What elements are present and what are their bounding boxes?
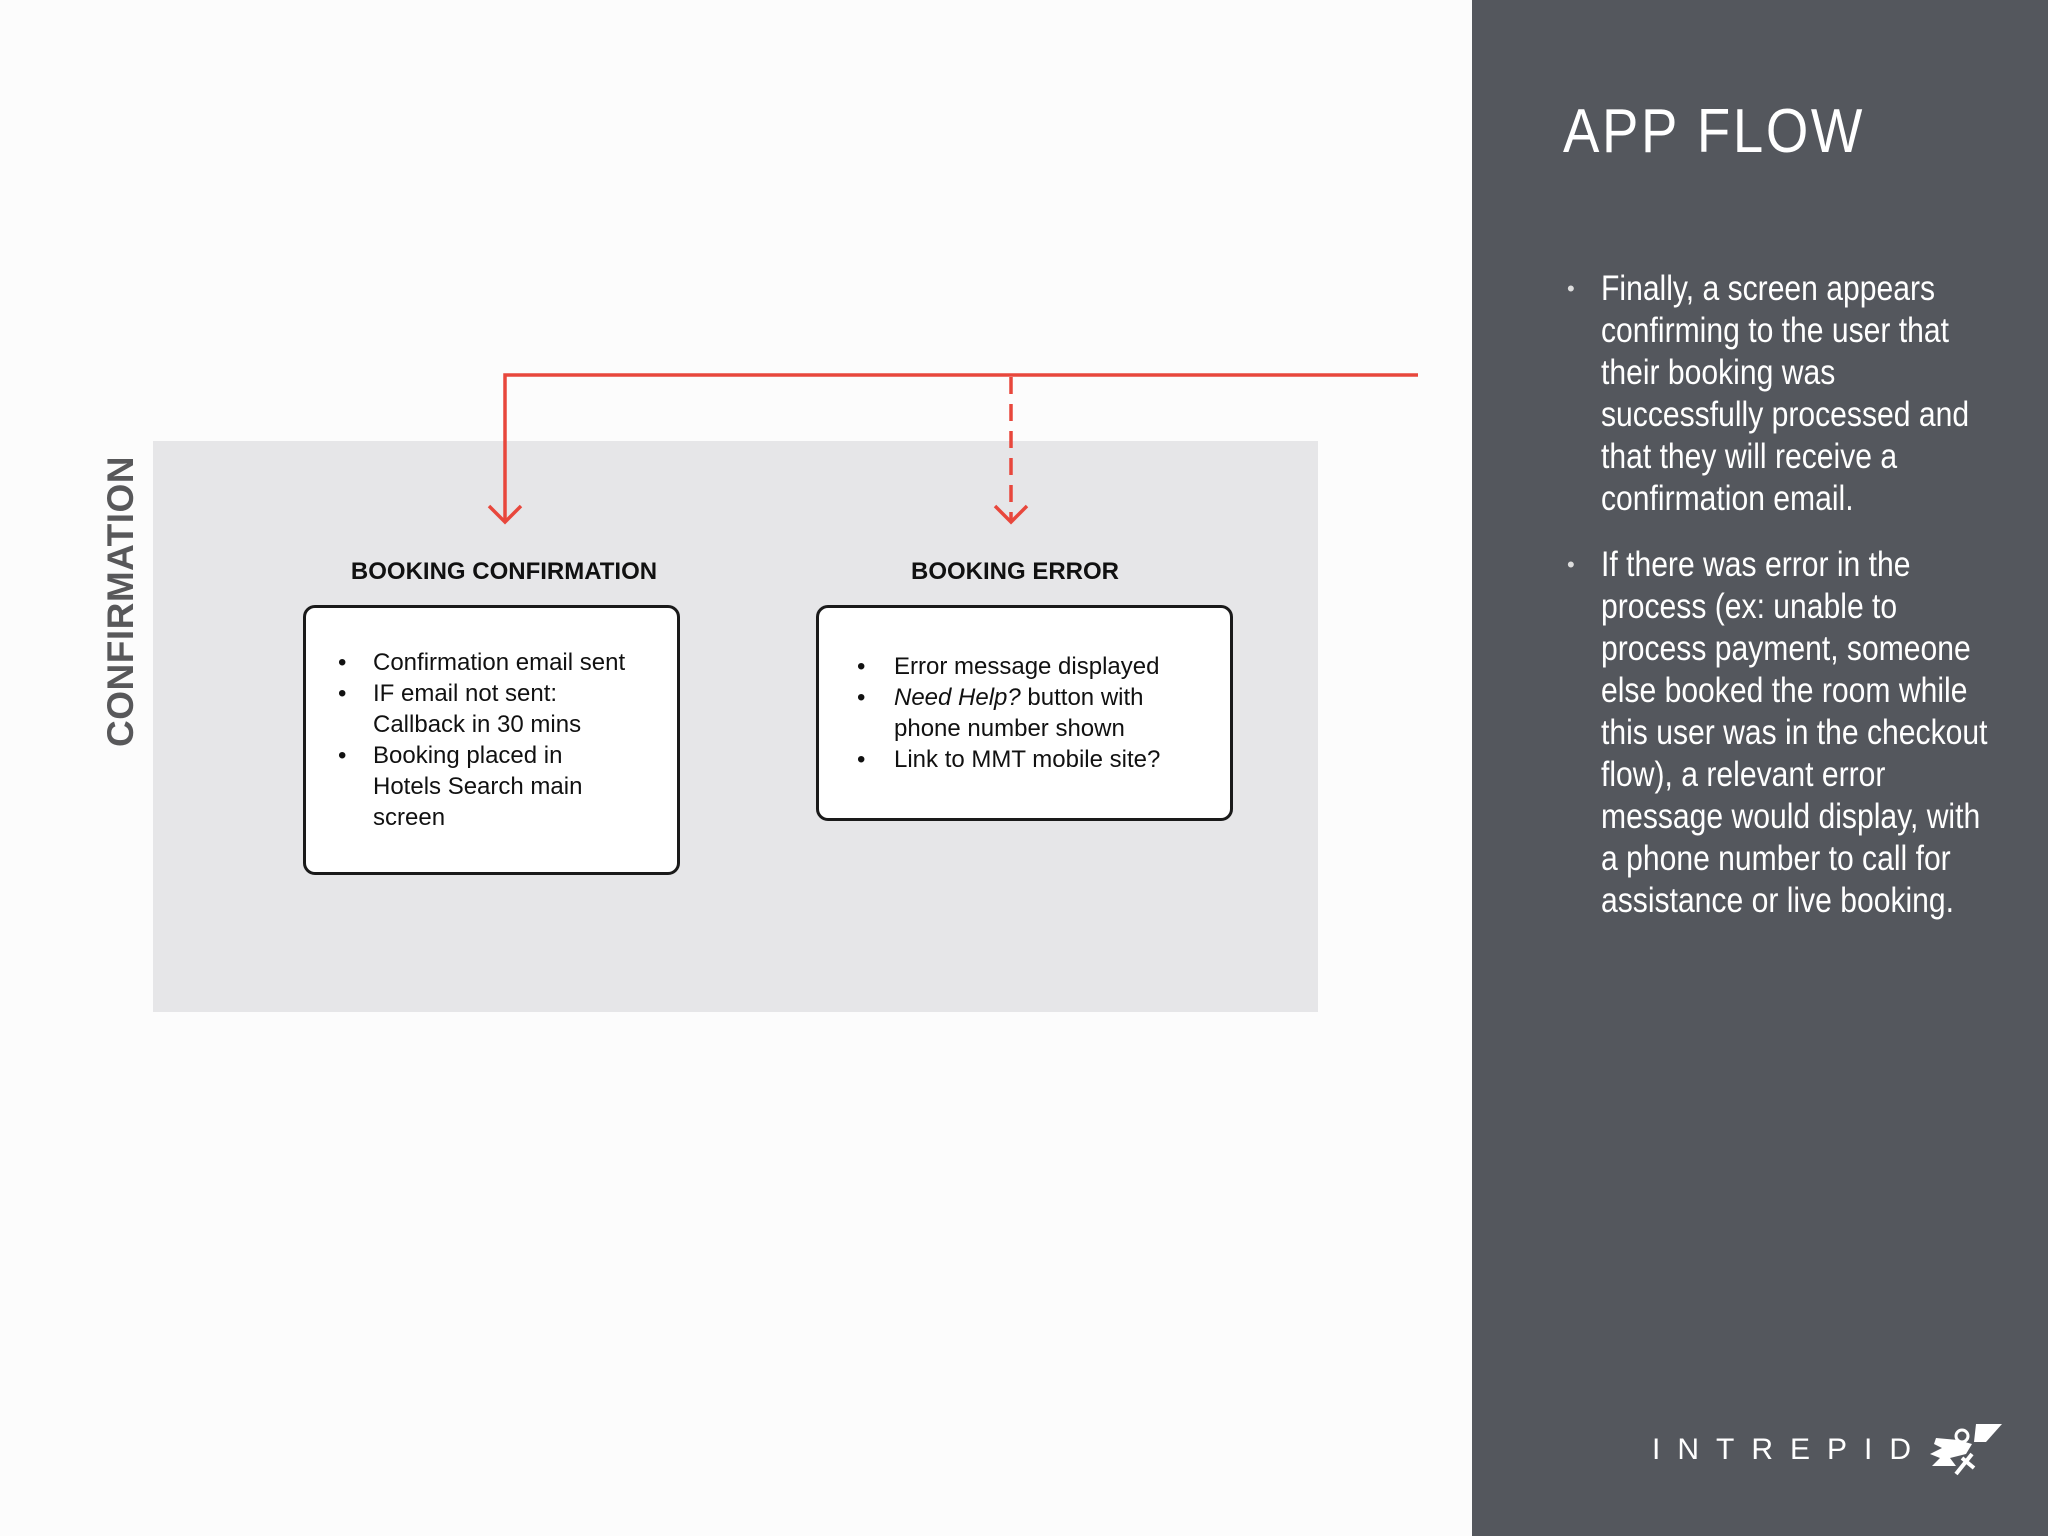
logo-text: INTREPID bbox=[1652, 1433, 1929, 1466]
note-text: Finally, a screen appears confirming to … bbox=[1601, 269, 1970, 518]
node-heading-confirmation: BOOKING CONFIRMATION bbox=[350, 558, 658, 585]
notes-panel bbox=[1472, 0, 2048, 1536]
intrepid-runner-logo-icon bbox=[1930, 1424, 2003, 1476]
bullet-icon: • bbox=[1567, 552, 1575, 577]
page-title: APP FLOW bbox=[1563, 97, 1866, 166]
intrepid-logo: INTREPID bbox=[1652, 1424, 2003, 1476]
item-text: Link to MMT mobile site? bbox=[894, 746, 1161, 773]
list-item: •Link to MMT mobile site? bbox=[857, 746, 1161, 773]
item-text: button with phone number shown bbox=[894, 684, 1144, 742]
list-item: •IF email not sent: Callback in 30 mins bbox=[338, 680, 582, 738]
list-item: •Need Help? button with phone number sho… bbox=[857, 684, 1144, 742]
node-booking-error: •Error message displayed •Need Help? but… bbox=[816, 605, 1233, 821]
list-item: •Confirmation email sent bbox=[338, 649, 626, 676]
note-item: • If there was error in the process (ex: … bbox=[1563, 544, 2003, 922]
notes-list: • Finally, a screen appears confirming to… bbox=[1563, 268, 2003, 946]
item-text: Booking placed in Hotels Search main scr… bbox=[373, 742, 583, 831]
item-text: Confirmation email sent bbox=[373, 649, 626, 676]
bullet-icon: • bbox=[1567, 276, 1575, 301]
list-item: •Error message displayed bbox=[857, 653, 1160, 680]
item-text: Error message displayed bbox=[894, 653, 1160, 680]
connector-line bbox=[503, 373, 1418, 522]
item-text: IF email not sent: Callback in 30 mins bbox=[373, 680, 582, 738]
arrowhead-solid bbox=[487, 504, 523, 525]
note-text: If there was error in the process (ex: u… bbox=[1601, 545, 1988, 920]
item-italic-text: Need Help? bbox=[894, 684, 1021, 711]
list-item: •Booking placed in Hotels Search main sc… bbox=[338, 742, 583, 831]
node-heading-error: BOOKING ERROR bbox=[910, 558, 1120, 585]
note-item: • Finally, a screen appears confirming to… bbox=[1563, 268, 2003, 520]
arrowhead-dashed bbox=[993, 504, 1029, 525]
node-booking-confirmation: •Confirmation email sent •IF email not s… bbox=[303, 605, 680, 875]
